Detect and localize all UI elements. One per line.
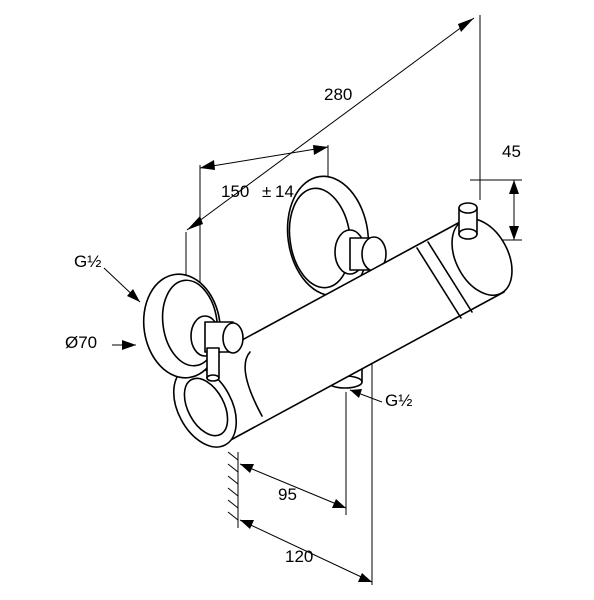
inlet-thread-label: G½ [74, 252, 101, 271]
extension-lines [185, 15, 522, 585]
dimension-arrows [122, 18, 519, 582]
right-wall-flange [286, 175, 387, 297]
inlet-tolerance-label: 14 [275, 182, 294, 201]
temperature-knob [458, 202, 478, 240]
outlet-thread-label: G½ [385, 391, 412, 410]
tolerance-sign-label: ± [262, 182, 271, 201]
wall-hatch [227, 451, 239, 528]
knob-height-label: 45 [502, 142, 521, 161]
body-projection-label: 120 [285, 547, 313, 566]
inlet-spacing-label: 150 [221, 182, 249, 201]
dimension-labels: 280 150 ± 14 45 G½ Ø70 G½ 95 120 [65, 85, 521, 566]
outlet-offset-label: 95 [278, 485, 297, 504]
left-wall-flange [142, 273, 244, 382]
overall-length-label: 280 [324, 85, 352, 104]
flange-diameter-label: Ø70 [65, 333, 97, 352]
